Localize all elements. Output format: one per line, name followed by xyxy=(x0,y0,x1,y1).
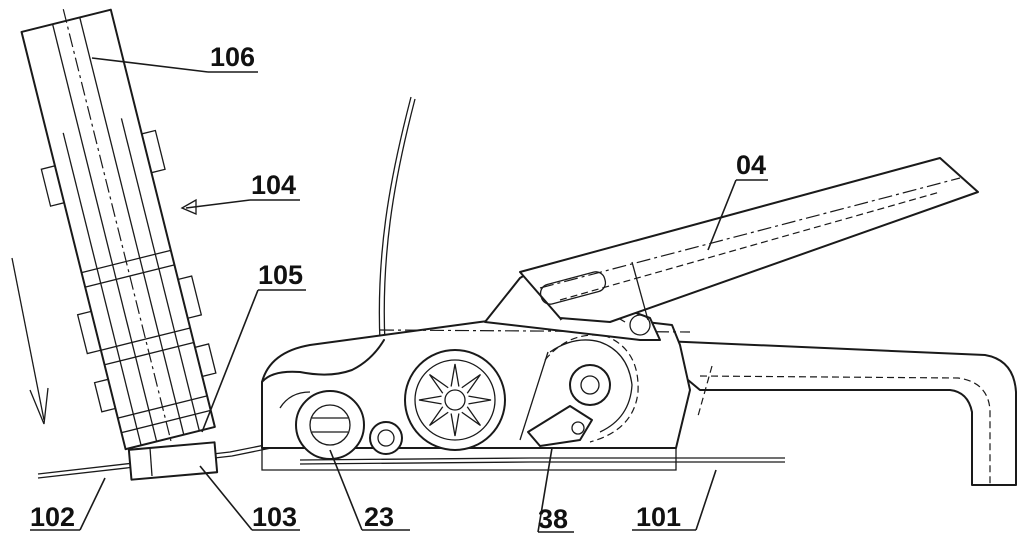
gear-petal xyxy=(461,406,481,426)
magazine-assembly xyxy=(20,8,217,451)
gear-petal xyxy=(450,363,460,387)
tension-wheel xyxy=(295,390,365,460)
gear-petal xyxy=(429,406,449,426)
guide-roller xyxy=(369,421,403,455)
handle-lever xyxy=(519,157,979,323)
feed-direction-arrow xyxy=(11,257,49,425)
seal xyxy=(127,441,219,481)
label-102: 102 xyxy=(30,502,75,532)
gear-petal xyxy=(429,374,449,394)
label-103: 103 xyxy=(252,502,297,532)
gear-petal xyxy=(450,413,460,437)
reference-labels: 106 104 105 04 102 103 23 38 101 xyxy=(30,42,766,534)
feed-gear xyxy=(404,349,506,451)
label-104: 104 xyxy=(251,170,296,200)
label-106: 106 xyxy=(210,42,255,72)
gear-petal xyxy=(418,395,442,405)
gear-petal xyxy=(461,374,481,394)
label-23: 23 xyxy=(364,502,394,532)
label-04: 04 xyxy=(736,150,766,180)
gear-petal xyxy=(468,395,492,405)
pawl-assembly xyxy=(519,334,639,447)
leader-lines xyxy=(30,57,768,533)
label-101: 101 xyxy=(636,502,681,532)
label-38: 38 xyxy=(538,504,568,534)
label-105: 105 xyxy=(258,260,303,290)
